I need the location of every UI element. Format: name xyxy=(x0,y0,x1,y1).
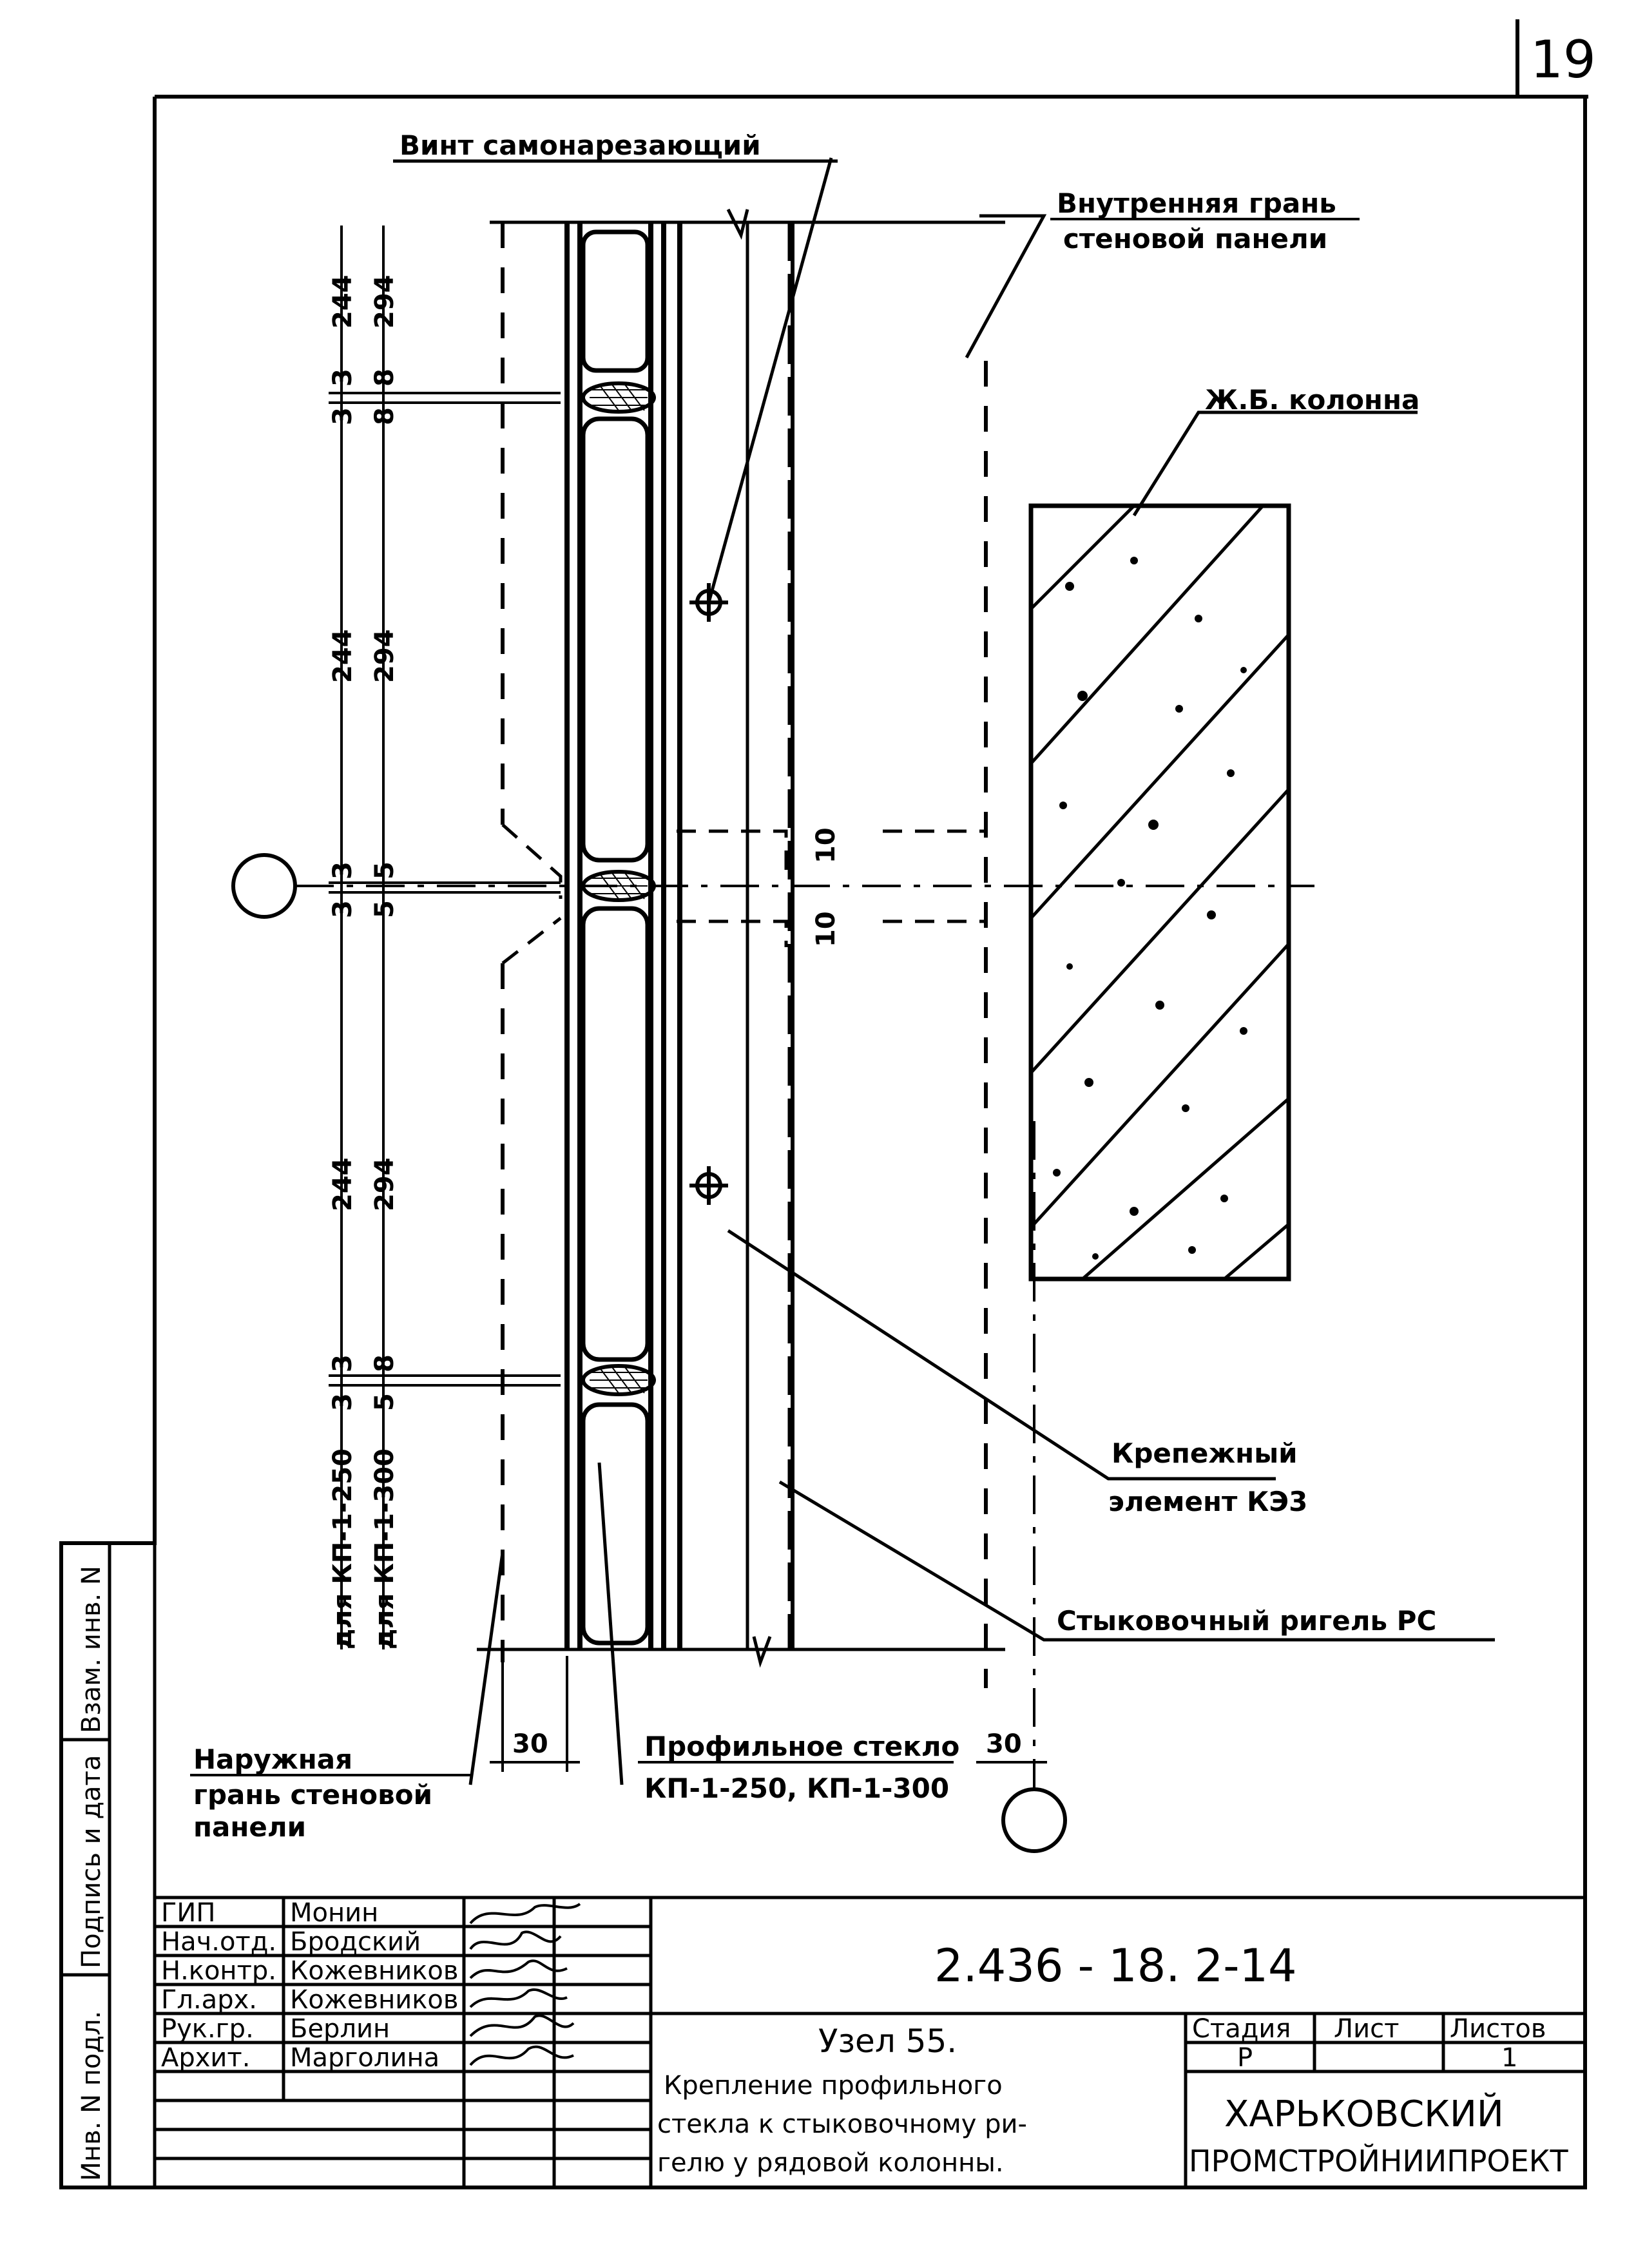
label-inner-face-1: Внутренняя грань xyxy=(1057,187,1336,219)
node-title: Узел 55. xyxy=(818,2023,957,2060)
sheets-value: 1 xyxy=(1501,2043,1517,2073)
dim-3-c: 3 xyxy=(328,861,358,879)
dim-5-c: 5 xyxy=(370,1393,399,1411)
title-block xyxy=(155,1896,1585,2187)
role-1: Нач.отд. xyxy=(161,1927,276,1957)
offset-right: 30 xyxy=(986,1729,1022,1759)
dimension-texts-left: 244 3 3 244 3 3 244 3 3 294 8 8 294 5 5 … xyxy=(328,275,841,1650)
role-4: Рук.гр. xyxy=(161,2014,254,2044)
label-crossbar: Стыковочный ригель РС xyxy=(1057,1605,1436,1637)
dim-3-e: 3 xyxy=(328,1354,358,1372)
role-2: Н.контр. xyxy=(161,1956,276,1986)
side-stamp xyxy=(59,1541,157,2189)
label-glass-1: Профильное стекло xyxy=(644,1731,959,1762)
offset-dims xyxy=(490,1656,1047,1772)
stamp-replacement: Взам. инв. N xyxy=(77,1566,106,1733)
sheets-header: Листов xyxy=(1450,2014,1546,2044)
dim-8-c: 8 xyxy=(370,1354,399,1372)
sheet-header: Лист xyxy=(1334,2014,1399,2044)
stage-header: Стадия xyxy=(1192,2014,1291,2044)
dim-244-b: 244 xyxy=(328,629,358,684)
label-fastener-1: Крепежный xyxy=(1112,1437,1298,1469)
dim-294-a: 294 xyxy=(370,275,399,329)
dim-3-f: 3 xyxy=(328,1393,358,1411)
offset-left: 30 xyxy=(512,1729,548,1759)
org-line-2: ПРОМСТРОЙНИИПРОЕКТ xyxy=(1189,2144,1568,2178)
sheet-frame xyxy=(59,19,1588,2189)
rc-column xyxy=(1028,503,1291,1282)
dim-5-a: 5 xyxy=(370,861,399,879)
name-1: Бродский xyxy=(290,1927,421,1957)
leader-lines xyxy=(468,157,1495,1785)
name-2: Кожевников xyxy=(290,1956,458,1986)
name-3: Кожевников xyxy=(290,1985,458,2015)
doc-code: 2.436 - 18. 2-14 xyxy=(934,1939,1297,1992)
title-names: Монин Бродский Кожевников Кожевников Бер… xyxy=(290,1898,458,2073)
label-inner-face-2: стеновой панели xyxy=(1063,223,1327,255)
dimension-lines xyxy=(329,226,561,1649)
desc-line-3: гелю у рядовой колонны. xyxy=(657,2148,1004,2178)
axis-marker-left xyxy=(231,853,1314,919)
gaskets xyxy=(581,381,656,1396)
label-outer-face-3: панели xyxy=(193,1811,306,1843)
outer-face-connectors xyxy=(501,823,986,965)
dim-gap-bottom: 10 xyxy=(811,911,841,947)
dim-5-b: 5 xyxy=(370,900,399,918)
label-column: Ж.Б. колонна xyxy=(1205,384,1419,416)
role-0: ГИП xyxy=(161,1898,215,1928)
stamp-inventory: Инв. N подл. xyxy=(77,2011,106,2181)
outer-face-dashed xyxy=(501,222,988,1688)
callout-labels: Винт самонарезающий Внутренняя грань сте… xyxy=(190,130,1436,1843)
dim-for-300: для КП-1-300 xyxy=(370,1448,399,1649)
dim-gap-top: 10 xyxy=(811,827,841,863)
dim-294-b: 294 xyxy=(370,629,399,684)
sheet-number: 19 xyxy=(1530,30,1596,90)
label-outer-face-2: грань стеновой xyxy=(193,1779,432,1811)
role-5: Архит. xyxy=(161,2043,250,2073)
desc-line-2: стекла к стыковочному ри- xyxy=(657,2109,1027,2139)
role-3: Гл.арх. xyxy=(161,1985,257,2015)
dim-3-b: 3 xyxy=(328,407,358,425)
dim-for-250: для КП-1-250 xyxy=(328,1448,358,1649)
label-outer-face-1: Наружная xyxy=(193,1744,352,1775)
title-roles: ГИП Нач.отд. Н.контр. Гл.арх. Рук.гр. Ар… xyxy=(161,1898,276,2073)
stamp-signature-date: Подпись и дата xyxy=(77,1755,106,1968)
dim-244-a: 244 xyxy=(328,275,358,329)
label-fastener-2: элемент КЭ3 xyxy=(1108,1486,1307,1517)
desc-line-1: Крепление профильного xyxy=(664,2071,1003,2100)
screw-symbol-lower xyxy=(689,1166,728,1205)
name-4: Берлин xyxy=(290,2014,390,2044)
dim-8-a: 8 xyxy=(370,369,399,387)
name-5: Марголина xyxy=(290,2043,439,2073)
profile-glass-assembly xyxy=(564,222,794,1649)
gasket-hatch xyxy=(590,384,648,1394)
dim-244-c: 244 xyxy=(328,1158,358,1212)
signatures xyxy=(469,1903,581,2066)
dim-3-a: 3 xyxy=(328,369,358,387)
org-line-1: ХАРЬКОВСКИЙ xyxy=(1224,2093,1504,2135)
name-0: Монин xyxy=(290,1898,378,1928)
dim-3-d: 3 xyxy=(328,900,358,918)
section-lines xyxy=(477,208,1005,1668)
label-screw: Винт самонарезающий xyxy=(399,130,761,161)
label-glass-2: КП-1-250, КП-1-300 xyxy=(644,1773,949,1804)
dim-294-c: 294 xyxy=(370,1158,399,1212)
glass-section-1 xyxy=(581,229,650,1646)
dim-8-b: 8 xyxy=(370,407,399,425)
axis-marker-bottom xyxy=(1001,1121,1067,1853)
stage-value: Р xyxy=(1237,2043,1253,2073)
